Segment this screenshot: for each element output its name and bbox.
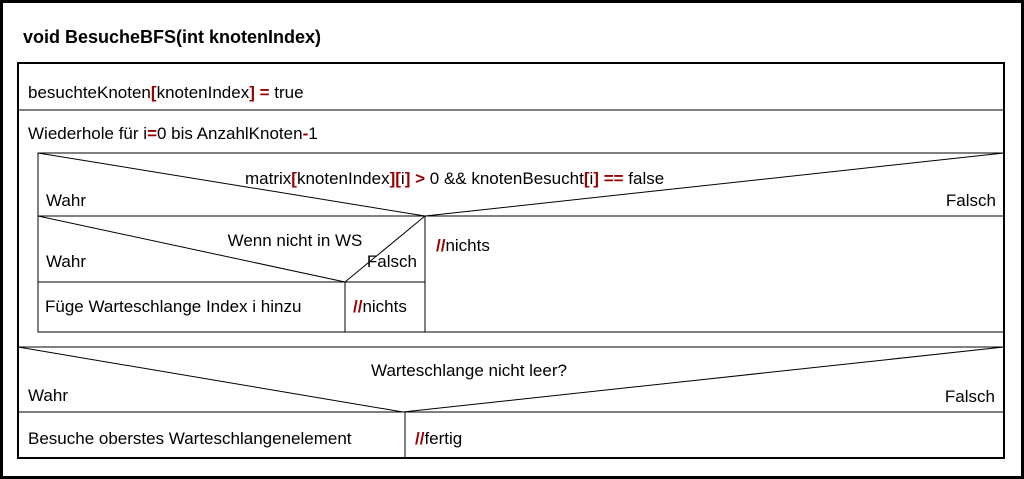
decision1-right-diagonal [424, 152, 1005, 217]
statement-mark-visited: besuchteKnoten[knotenIndex] = true [28, 83, 304, 102]
diagram-title: void BesucheBFS(int knotenIndex) [23, 27, 322, 47]
decision1-left-diagonal [37, 152, 426, 217]
statement-visit-top-element: Besuche oberstes Warteschlangenelement [28, 429, 352, 448]
loop-body-outline [37, 152, 1005, 333]
loop-header: Wiederhole für i=0 bis AnzahlKnoten-1 [28, 124, 318, 143]
decision2-left-diagonal [37, 215, 346, 283]
decision1-falsch-label: Falsch [945, 191, 996, 210]
statement-enqueue: Füge Warteschlange Index i hinzu [45, 297, 302, 316]
comment-fertig: //fertig [415, 429, 463, 448]
decision3-right-diagonal [402, 346, 1005, 413]
decision1-wahr-label: Wahr [46, 191, 86, 210]
condition-not-in-queue: Wenn nicht in WS [227, 231, 363, 250]
decision2-right-diagonal [344, 215, 426, 283]
decision3-falsch-label: Falsch [944, 387, 995, 406]
condition-queue-not-empty: Warteschlange nicht leer? [371, 361, 567, 380]
condition-matrix-edge: matrix[knotenIndex][i] > 0 && knotenBesu… [245, 169, 665, 188]
decision3-wahr-label: Wahr [28, 386, 68, 405]
decision2-falsch-label: Falsch [366, 252, 417, 271]
decision2-wahr-label: Wahr [46, 252, 86, 271]
decision3-left-diagonal [17, 346, 404, 413]
comment-nichts-outer: //nichts [436, 236, 490, 255]
comment-nichts-inner: //nichts [353, 297, 407, 316]
